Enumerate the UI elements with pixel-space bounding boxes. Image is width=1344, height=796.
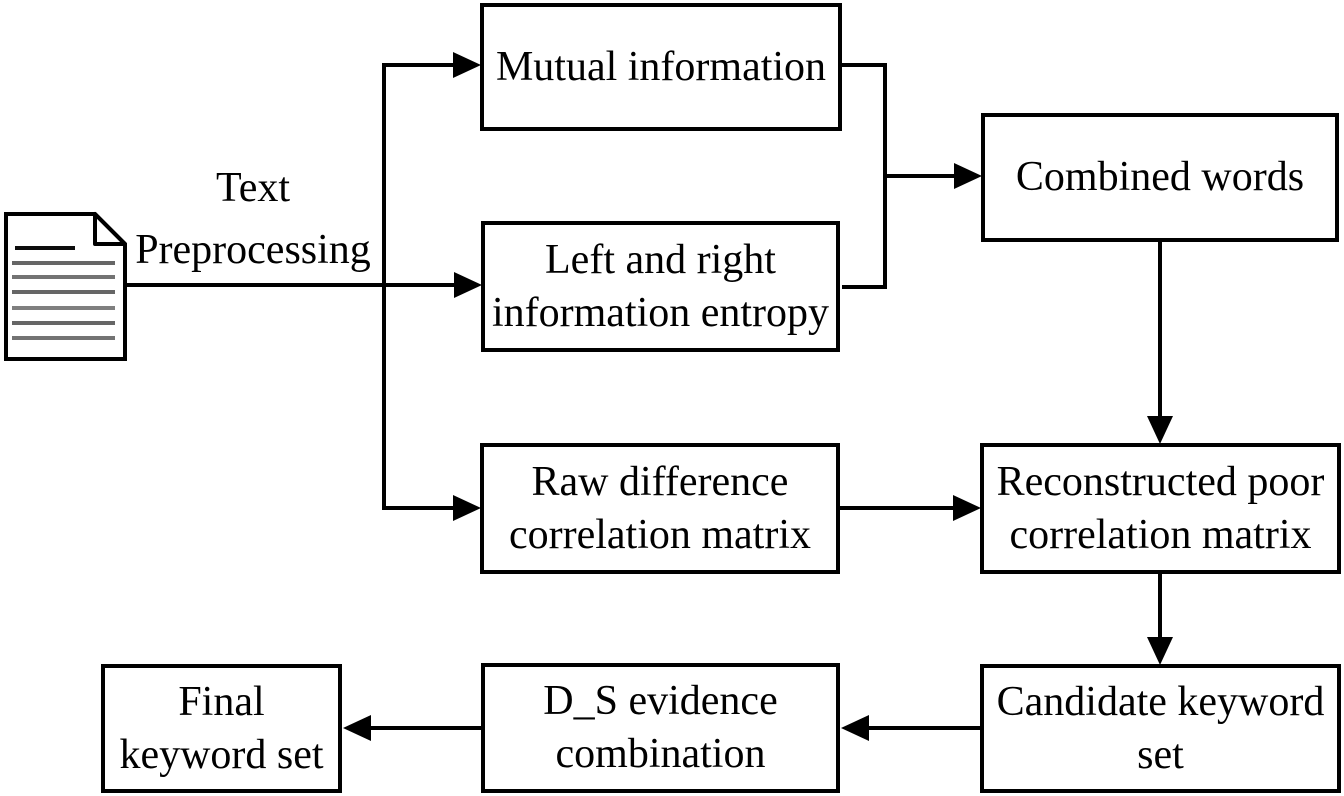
node-reconstructed-poor-matrix: Reconstructed poor correlation matrix	[980, 443, 1341, 574]
node-candidate-keyword-set: Candidate keyword set	[980, 664, 1341, 793]
edge-line	[840, 63, 887, 289]
arrowhead-right-icon	[453, 495, 481, 521]
document-fold-corner	[93, 212, 127, 246]
arrowhead-right-icon	[454, 272, 482, 298]
document-page-shape	[4, 212, 127, 361]
edge-ds-to-final	[343, 715, 483, 741]
edge-join-bracket	[840, 63, 887, 289]
document-text-lines	[12, 246, 115, 340]
node-ds-evidence-combination: D_S evidence combination	[481, 663, 840, 793]
arrowhead-right-icon	[953, 495, 981, 521]
arrowhead-right-icon	[954, 163, 982, 189]
node-raw-difference-matrix: Raw difference correlation matrix	[480, 443, 840, 574]
arrowhead-right-icon	[453, 52, 481, 78]
edge-document-to-mutual	[382, 52, 481, 78]
edge-document-to-entropy	[126, 272, 482, 298]
node-final-keyword-set: Final keyword set	[101, 664, 342, 793]
edge-join-to-combined	[883, 163, 982, 189]
node-combined-words: Combined words	[981, 113, 1339, 242]
edge-raw-to-reconstructed	[838, 495, 981, 521]
arrowhead-left-icon	[343, 715, 371, 741]
node-mutual-information: Mutual information	[480, 3, 842, 131]
arrowhead-down-icon	[1147, 637, 1173, 665]
text-preprocessing-label: Text Preprocessing	[135, 165, 371, 273]
edge-combined-to-reconstructed	[1147, 240, 1173, 444]
document-icon	[4, 212, 127, 361]
arrowhead-left-icon	[841, 715, 869, 741]
edge-candidate-to-ds	[841, 715, 982, 741]
node-left-right-entropy: Left and right information entropy	[481, 221, 840, 352]
arrowhead-down-icon	[1147, 416, 1173, 444]
edge-document-to-raw	[382, 495, 481, 521]
edge-reconstructed-to-candidate	[1147, 572, 1173, 665]
